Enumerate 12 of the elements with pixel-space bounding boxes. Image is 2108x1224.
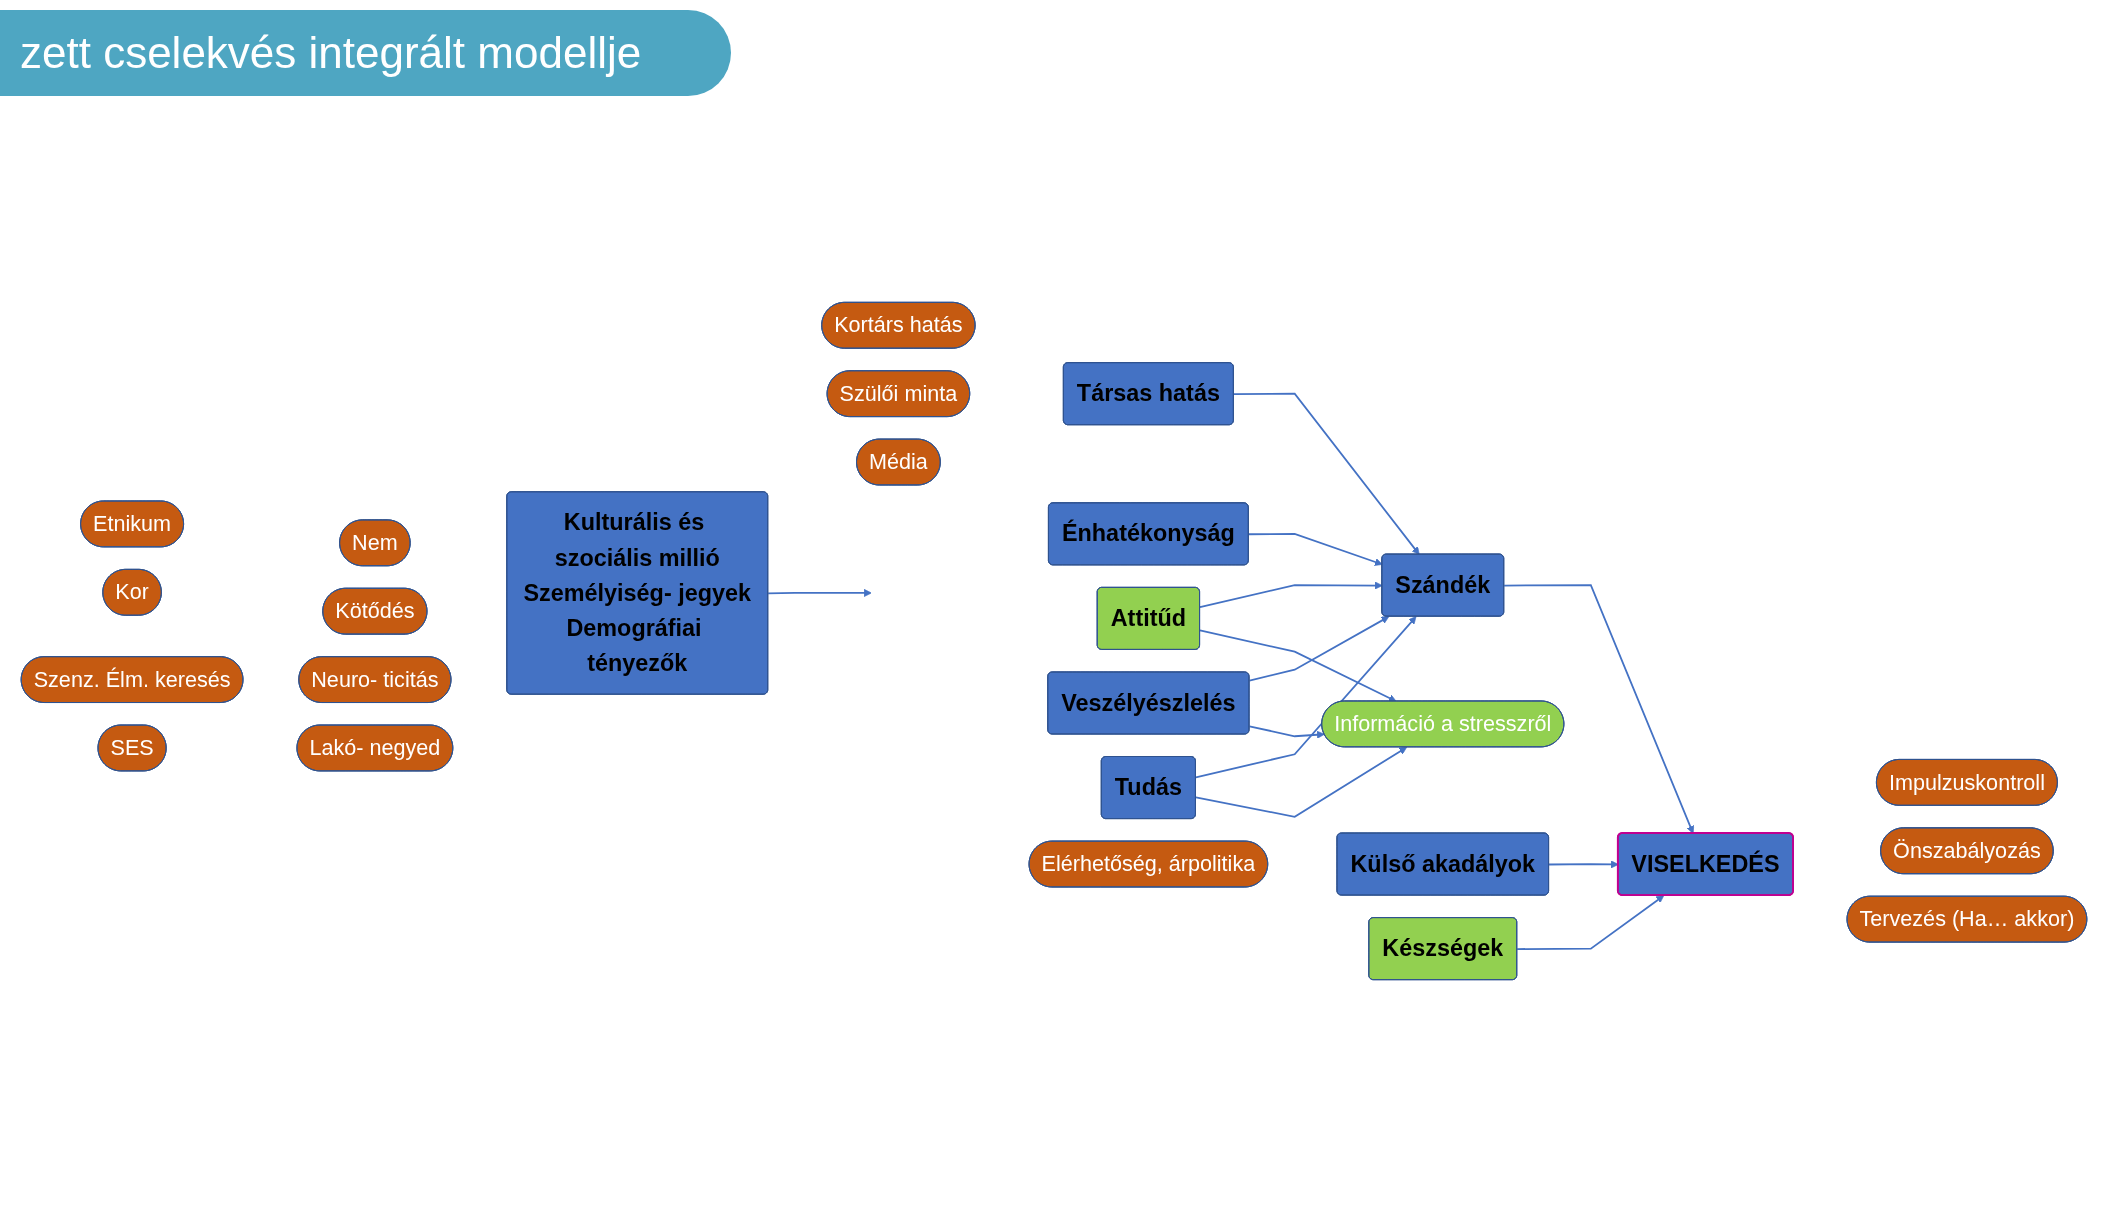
arrow <box>767 589 872 597</box>
title-banner: zett cselekvés integrált modellje <box>0 10 732 96</box>
arrow <box>1248 725 1325 739</box>
arrow <box>1195 616 1417 779</box>
arrow <box>1199 581 1383 609</box>
arrow <box>1195 746 1407 818</box>
arrow <box>1199 629 1397 702</box>
arrow <box>1503 584 1695 834</box>
arrow <box>1232 392 1420 555</box>
arrow <box>1248 616 1390 682</box>
arrow <box>1247 532 1383 566</box>
arrow <box>1516 895 1665 950</box>
